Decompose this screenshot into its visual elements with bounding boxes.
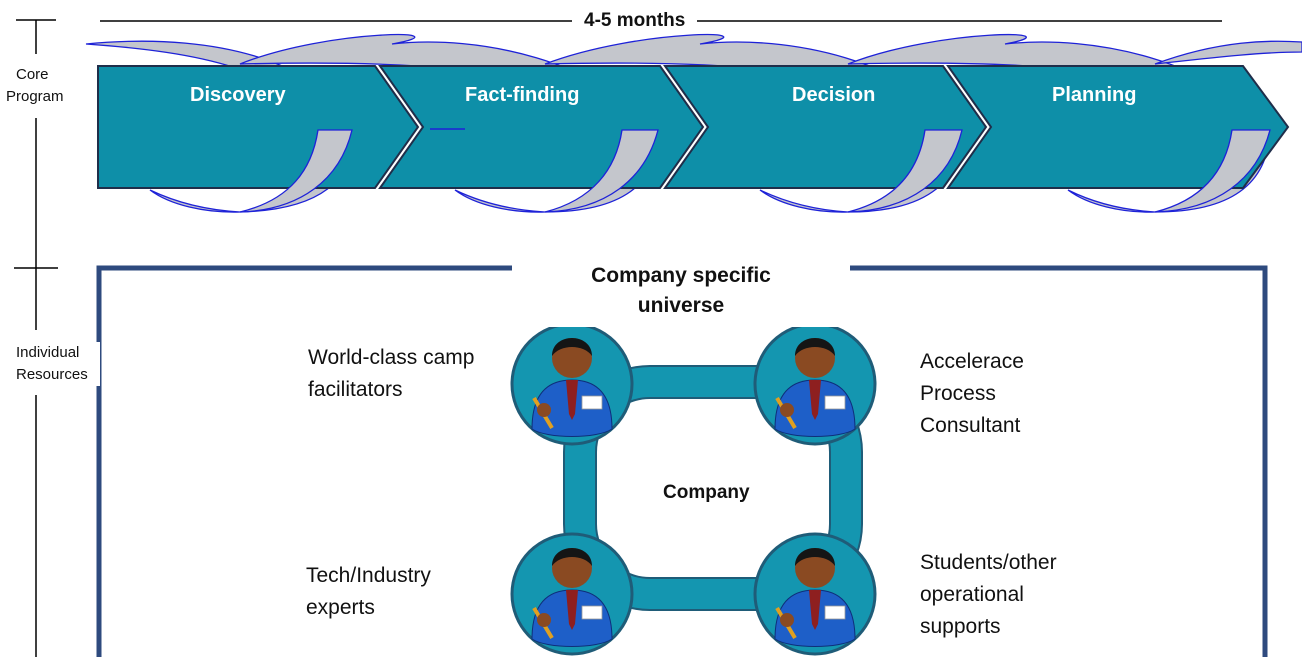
resource-top-left-line1: World-class camp [308,346,475,369]
resource-bottom-left-line1: Tech/Industry [306,564,431,587]
resources-label-line2: Resources [16,366,88,383]
resource-top-left-line2: facilitators [308,378,403,401]
core-label-line2: Program [6,88,64,105]
resource-bottom-right-line2: operational [920,583,1024,606]
person-icon-bottom-right [753,532,877,656]
chevron-planning [946,65,1290,189]
resource-circles [510,322,877,656]
resource-bottom-left-line2: experts [306,596,375,619]
phase-label-decision: Decision [792,84,876,106]
resource-bottom-right-line3: supports [920,615,1001,638]
individual-resources-label: Individual Resources [0,342,100,386]
left-axis [14,19,58,657]
phase-label-fact-finding: Fact-finding [465,84,580,106]
universe-title-line2: universe [637,294,725,317]
person-icon-top-right [753,322,877,446]
universe-title-line1: Company specific [591,264,771,287]
duration-label: 4-5 months [572,10,698,32]
resource-top-right-line2: Process [920,382,996,405]
person-icon-bottom-left [510,532,634,656]
resource-top-right-line3: Consultant [920,414,1021,437]
person-icon-top-left [510,322,634,446]
core-program-label: Core Program [0,64,100,108]
phase-label-discovery: Discovery [190,84,286,106]
resource-bottom-right: Students/other operational supports [920,547,1057,643]
cycle-loops-front [149,128,1271,213]
company-label: Company [663,482,750,503]
chevron-decision [663,65,988,189]
universe-title: Company specific universe [512,259,850,327]
core-label-line1: Core [16,66,49,83]
resource-top-right: Accelerace Process Consultant [920,346,1024,442]
resource-top-left: World-class camp facilitators [308,342,474,406]
phase-label-planning: Planning [1052,84,1137,106]
resources-label-line1: Individual [16,344,80,361]
resource-bottom-left: Tech/Industry experts [306,560,431,624]
resource-bottom-right-line1: Students/other [920,551,1057,574]
phase-chevrons [97,65,1290,189]
resource-top-right-line1: Accelerace [920,350,1024,373]
company-ring [563,365,863,611]
